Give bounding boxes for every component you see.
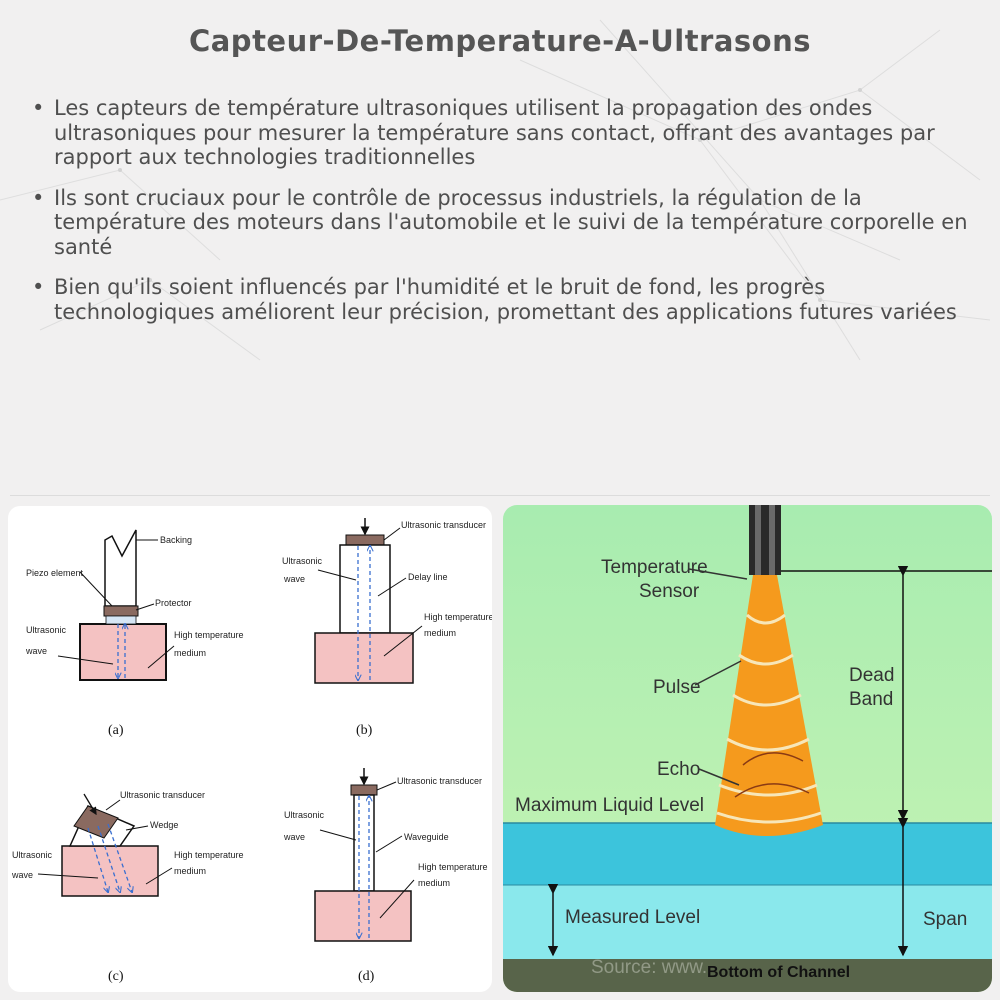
label-dead-1: Dead [849,665,894,686]
source-watermark: Source: www. [591,957,707,978]
label-medium-1: High temperature [418,862,488,872]
label-medium-1: High temperature [174,850,244,860]
diagram-d: Ultrasonic transducer Ultrasonic wave Wa… [283,768,488,984]
bullet-item: Bien qu'ils soient influencés par l'humi… [32,275,977,324]
level-sensor-figure: Temperature Sensor Pulse Echo Dead Band … [503,505,992,992]
page-title: Capteur-De-Temperature-A-Ultrasons [188,24,812,58]
label-wave-2: wave [283,832,305,842]
label-measured-level: Measured Level [565,907,700,928]
label-bottom: Bottom of Channel [707,964,850,981]
diagram-a: Backing Piezo element Protector Ultrason… [25,529,244,738]
label-pulse: Pulse [653,677,701,698]
label-sensor-1: Temperature [601,557,708,578]
label-wave-1: Ultrasonic [12,850,53,860]
label-transducer: Ultrasonic transducer [401,520,486,530]
label-wave-1: Ultrasonic [284,810,325,820]
label-medium-2: medium [418,878,450,888]
label-wedge: Wedge [150,820,178,830]
section-divider [10,495,990,496]
label-transducer: Ultrasonic transducer [120,790,205,800]
bullet-item: Les capteurs de température ultrasonique… [32,96,977,170]
label-sensor-2: Sensor [639,581,700,602]
label-wave-2: wave [25,646,47,656]
caption-d: (d) [358,969,375,984]
label-medium-1: High temperature [174,630,244,640]
caption-a: (a) [108,723,124,738]
label-dead-2: Band [849,689,893,710]
diagram-c: Ultrasonic transducer Wedge Ultrasonic w… [11,790,244,984]
label-medium-2: medium [424,628,456,638]
label-wave-1: Ultrasonic [26,625,67,635]
diagram-b: Ultrasonic transducer Ultrasonic wave De… [282,518,492,738]
label-delay: Delay line [408,572,448,582]
caption-c: (c) [108,969,124,984]
label-transducer: Ultrasonic transducer [397,776,482,786]
label-waveguide: Waveguide [404,832,449,842]
bullet-list: Les capteurs de température ultrasonique… [32,96,977,340]
label-span: Span [923,909,967,930]
label-wave-1: Ultrasonic [282,556,323,566]
label-medium-1: High temperature [424,612,492,622]
caption-b: (b) [356,723,373,738]
label-backing: Backing [160,535,192,545]
label-medium-2: medium [174,866,206,876]
label-wave-2: wave [283,574,305,584]
label-protector: Protector [155,598,192,608]
transducer-configurations-figure: Backing Piezo element Protector Ultrason… [8,506,492,992]
label-max-level: Maximum Liquid Level [515,795,704,816]
label-piezo: Piezo element [26,568,84,578]
label-medium-2: medium [174,648,206,658]
bullet-item: Ils sont cruciaux pour le contrôle de pr… [32,186,977,260]
label-wave-2: wave [11,870,33,880]
label-echo: Echo [657,759,700,780]
